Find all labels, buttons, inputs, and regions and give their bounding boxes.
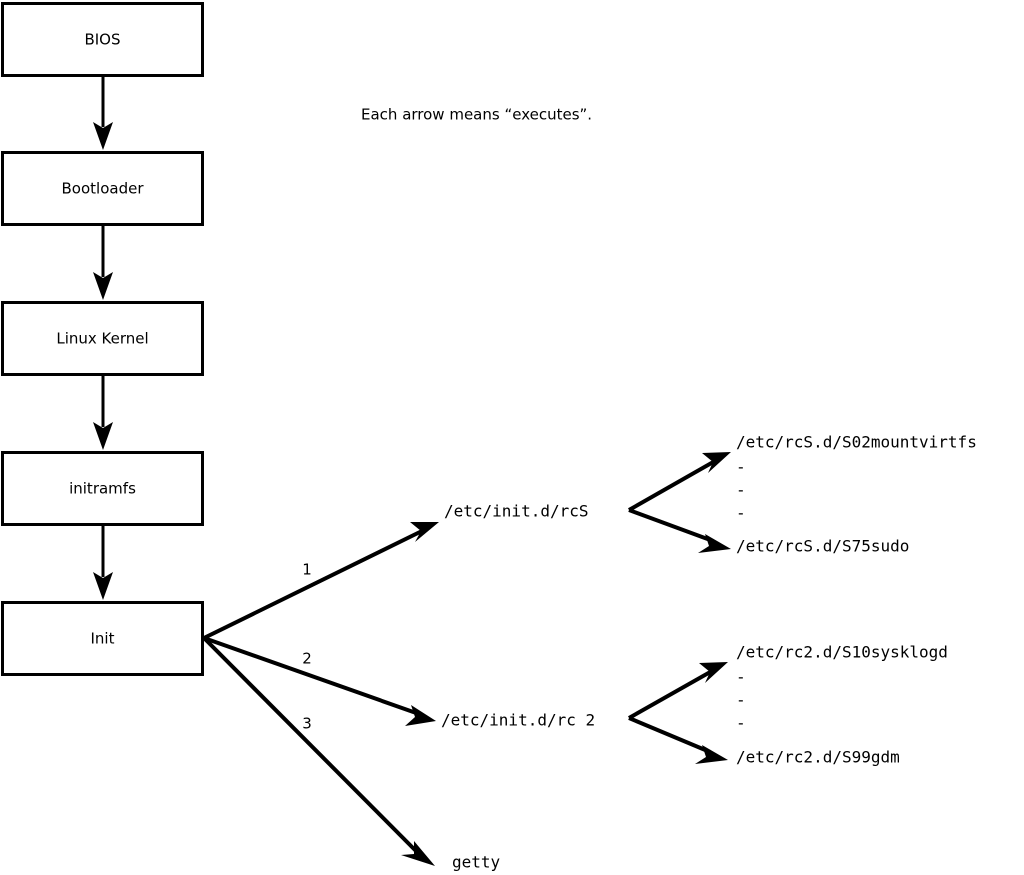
node-initramfs[interactable]: initramfs bbox=[1, 451, 204, 526]
node-bios[interactable]: BIOS bbox=[1, 2, 204, 77]
arrow-rcs-to-last-script bbox=[628, 508, 731, 553]
arrow-rcs-to-first-script bbox=[628, 452, 731, 512]
rcs-ellipsis-dash-1: - bbox=[736, 458, 746, 477]
rcs-ellipsis-dash-2: - bbox=[736, 481, 746, 500]
arrow-bios-to-bootloader bbox=[93, 75, 113, 150]
arrow-init-branch-2 bbox=[203, 636, 436, 726]
label-rcs-last-script: /etc/rcS.d/S75sudo bbox=[736, 537, 909, 556]
node-init-rect[interactable] bbox=[1, 601, 204, 676]
node-init-label: Init bbox=[91, 630, 115, 648]
arrow-init-branch-3 bbox=[202, 636, 435, 866]
rc2-ellipsis-dash-1: - bbox=[736, 668, 746, 687]
node-bootloader-label: Bootloader bbox=[62, 180, 145, 198]
rc2-ellipsis-dash-3: - bbox=[736, 714, 746, 733]
label-rcs-first-script: /etc/rcS.d/S02mountvirtfs bbox=[736, 433, 977, 452]
edge-number-1: 1 bbox=[302, 561, 312, 579]
node-init[interactable]: Init bbox=[1, 601, 204, 676]
arrow-rc2-to-last-script bbox=[628, 716, 728, 764]
arrow-initramfs-to-init bbox=[93, 524, 113, 600]
node-initramfs-label: initramfs bbox=[69, 480, 136, 498]
rc2-ellipsis-dash-2: - bbox=[736, 691, 746, 710]
label-rc2-last-script: /etc/rc2.d/S99gdm bbox=[736, 748, 900, 767]
label-init-d-rc2: /etc/init.d/rc 2 bbox=[441, 711, 595, 730]
edge-number-3: 3 bbox=[302, 715, 312, 733]
node-linux-kernel[interactable]: Linux Kernel bbox=[1, 301, 204, 376]
edge-number-2: 2 bbox=[302, 650, 312, 668]
label-getty: getty bbox=[452, 853, 501, 872]
diagram-caption: Each arrow means “executes”. bbox=[361, 106, 592, 124]
arrow-kernel-to-initramfs bbox=[93, 374, 113, 450]
node-bios-label: BIOS bbox=[84, 31, 120, 49]
node-bootloader[interactable]: Bootloader bbox=[1, 151, 204, 226]
node-linux-kernel-label: Linux Kernel bbox=[56, 330, 148, 348]
arrow-init-branch-1 bbox=[203, 522, 439, 640]
label-init-d-rcs: /etc/init.d/rcS bbox=[444, 502, 589, 521]
node-initramfs-rect[interactable] bbox=[1, 451, 204, 526]
arrow-rc2-to-first-script bbox=[628, 662, 728, 720]
arrow-bootloader-to-kernel bbox=[93, 224, 113, 300]
rcs-ellipsis-dash-3: - bbox=[736, 504, 746, 523]
node-bootloader-rect[interactable] bbox=[1, 151, 204, 226]
label-rc2-first-script: /etc/rc2.d/S10sysklogd bbox=[736, 643, 948, 662]
node-bios-rect[interactable] bbox=[1, 2, 204, 77]
